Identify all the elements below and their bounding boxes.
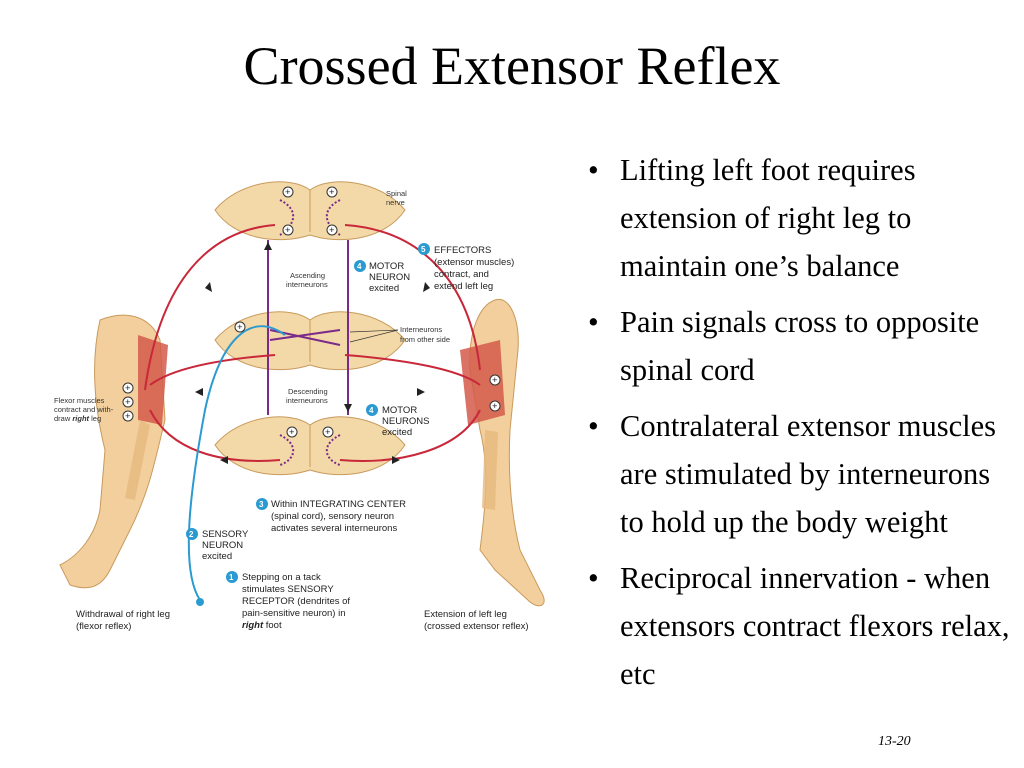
svg-text:+: + xyxy=(285,225,291,236)
svg-text:extend left leg: extend left leg xyxy=(434,281,493,292)
right-leg-figure xyxy=(59,314,168,589)
left-leg-figure xyxy=(460,298,545,607)
svg-text:5: 5 xyxy=(421,245,426,254)
motor-neuron-paths xyxy=(144,224,481,462)
bullet-item: •Contralateral extensor muscles are stim… xyxy=(584,402,1020,546)
svg-text:+: + xyxy=(237,322,243,333)
motor-neuron-top-label: MOTOR xyxy=(369,261,404,272)
stepping-label: Stepping on a tack xyxy=(242,572,321,583)
svg-text:2: 2 xyxy=(189,530,194,539)
interneurons-other-label: Interneurons xyxy=(400,325,442,334)
sensory-neuron-path xyxy=(187,325,286,606)
bullet-item: •Reciprocal innervation - when extensors… xyxy=(584,554,1020,698)
svg-text:right foot: right foot xyxy=(242,620,282,631)
bullet-item: •Lifting left foot requires extension of… xyxy=(584,146,1020,290)
extension-label: Extension of left leg xyxy=(424,609,507,620)
spinal-nerve-label-2: nerve xyxy=(386,198,405,207)
bullet-marker: • xyxy=(588,561,599,595)
ascending-label: Ascending xyxy=(290,271,325,280)
sensory-neuron-label: SENSORY xyxy=(202,529,249,540)
spinal-nerve-label-1: Spinal xyxy=(386,189,407,198)
svg-text:excited: excited xyxy=(202,551,232,562)
step-4-badge-top xyxy=(354,260,366,272)
diagram-svg: + + + + + + + + + + + + Spinal nerve 5 E… xyxy=(54,181,545,632)
bullet-marker: • xyxy=(588,409,599,443)
svg-text:draw right leg: draw right leg xyxy=(54,414,101,423)
svg-text:(crossed extensor reflex): (crossed extensor reflex) xyxy=(424,621,529,632)
svg-text:+: + xyxy=(289,427,295,438)
svg-text:+: + xyxy=(329,225,335,236)
step-4-badge-bottom xyxy=(366,404,378,416)
step-2-badge xyxy=(186,528,198,540)
plus-markers: + + + + + + + + + + + + xyxy=(122,186,501,438)
spinal-segment-bottom xyxy=(214,416,406,476)
svg-text:excited: excited xyxy=(382,427,412,438)
direction-arrows xyxy=(195,242,430,464)
svg-text:interneurons: interneurons xyxy=(286,280,328,289)
svg-text:+: + xyxy=(329,187,335,198)
spinal-segment-middle xyxy=(214,311,406,371)
bullet-item: •Pain signals cross to opposite spinal c… xyxy=(584,298,1020,394)
step-5-badge xyxy=(418,243,430,255)
svg-text:+: + xyxy=(325,427,331,438)
svg-text:+: + xyxy=(492,375,498,386)
svg-text:+: + xyxy=(125,411,131,422)
svg-text:stimulates SENSORY: stimulates SENSORY xyxy=(242,584,334,595)
step-1-badge xyxy=(226,571,238,583)
svg-text:(flexor reflex): (flexor reflex) xyxy=(76,621,131,632)
svg-text:(spinal cord), sensory neuron: (spinal cord), sensory neuron xyxy=(271,511,394,522)
svg-text:from other side: from other side xyxy=(400,335,450,344)
svg-text:+: + xyxy=(125,397,131,408)
svg-text:1: 1 xyxy=(229,573,234,582)
svg-text:3: 3 xyxy=(259,500,264,509)
effectors-label: EFFECTORS xyxy=(434,245,491,256)
svg-text:+: + xyxy=(492,401,498,412)
svg-text:NEURON: NEURON xyxy=(369,272,410,283)
bullet-list: •Lifting left foot requires extension of… xyxy=(584,146,1020,706)
svg-text:NEURON: NEURON xyxy=(202,540,243,551)
bullet-marker: • xyxy=(588,153,599,187)
motor-neurons-bottom-label: MOTOR xyxy=(382,405,417,416)
page-number: 13-20 xyxy=(878,734,911,749)
slide-title: Crossed Extensor Reflex xyxy=(243,36,781,96)
svg-text:excited: excited xyxy=(369,283,399,294)
svg-text:contract and with-: contract and with- xyxy=(54,405,114,414)
descending-label: Descending xyxy=(288,387,328,396)
svg-text:(extensor muscles): (extensor muscles) xyxy=(434,257,514,268)
svg-text:+: + xyxy=(285,187,291,198)
svg-text:4: 4 xyxy=(357,262,362,271)
svg-text:interneurons: interneurons xyxy=(286,396,328,405)
withdrawal-label: Withdrawal of right leg xyxy=(76,609,170,620)
svg-text:contract, and: contract, and xyxy=(434,269,489,280)
svg-text:activates several interneurons: activates several interneurons xyxy=(271,523,397,534)
integrating-label: Within INTEGRATING CENTER xyxy=(271,499,406,510)
bullet-marker: • xyxy=(588,305,599,339)
svg-text:RECEPTOR (dendrites of: RECEPTOR (dendrites of xyxy=(242,596,350,607)
svg-text:NEURONS: NEURONS xyxy=(382,416,430,427)
svg-text:4: 4 xyxy=(369,406,374,415)
flexor-label: Flexor muscles xyxy=(54,396,105,405)
crossed-extensor-diagram: + + + + + + + + + + + + Spinal nerve 5 E… xyxy=(40,170,580,650)
svg-text:pain-sensitive neuron) in: pain-sensitive neuron) in xyxy=(242,608,346,619)
spinal-segment-top xyxy=(214,181,406,241)
svg-text:+: + xyxy=(125,383,131,394)
step-3-badge xyxy=(256,498,268,510)
